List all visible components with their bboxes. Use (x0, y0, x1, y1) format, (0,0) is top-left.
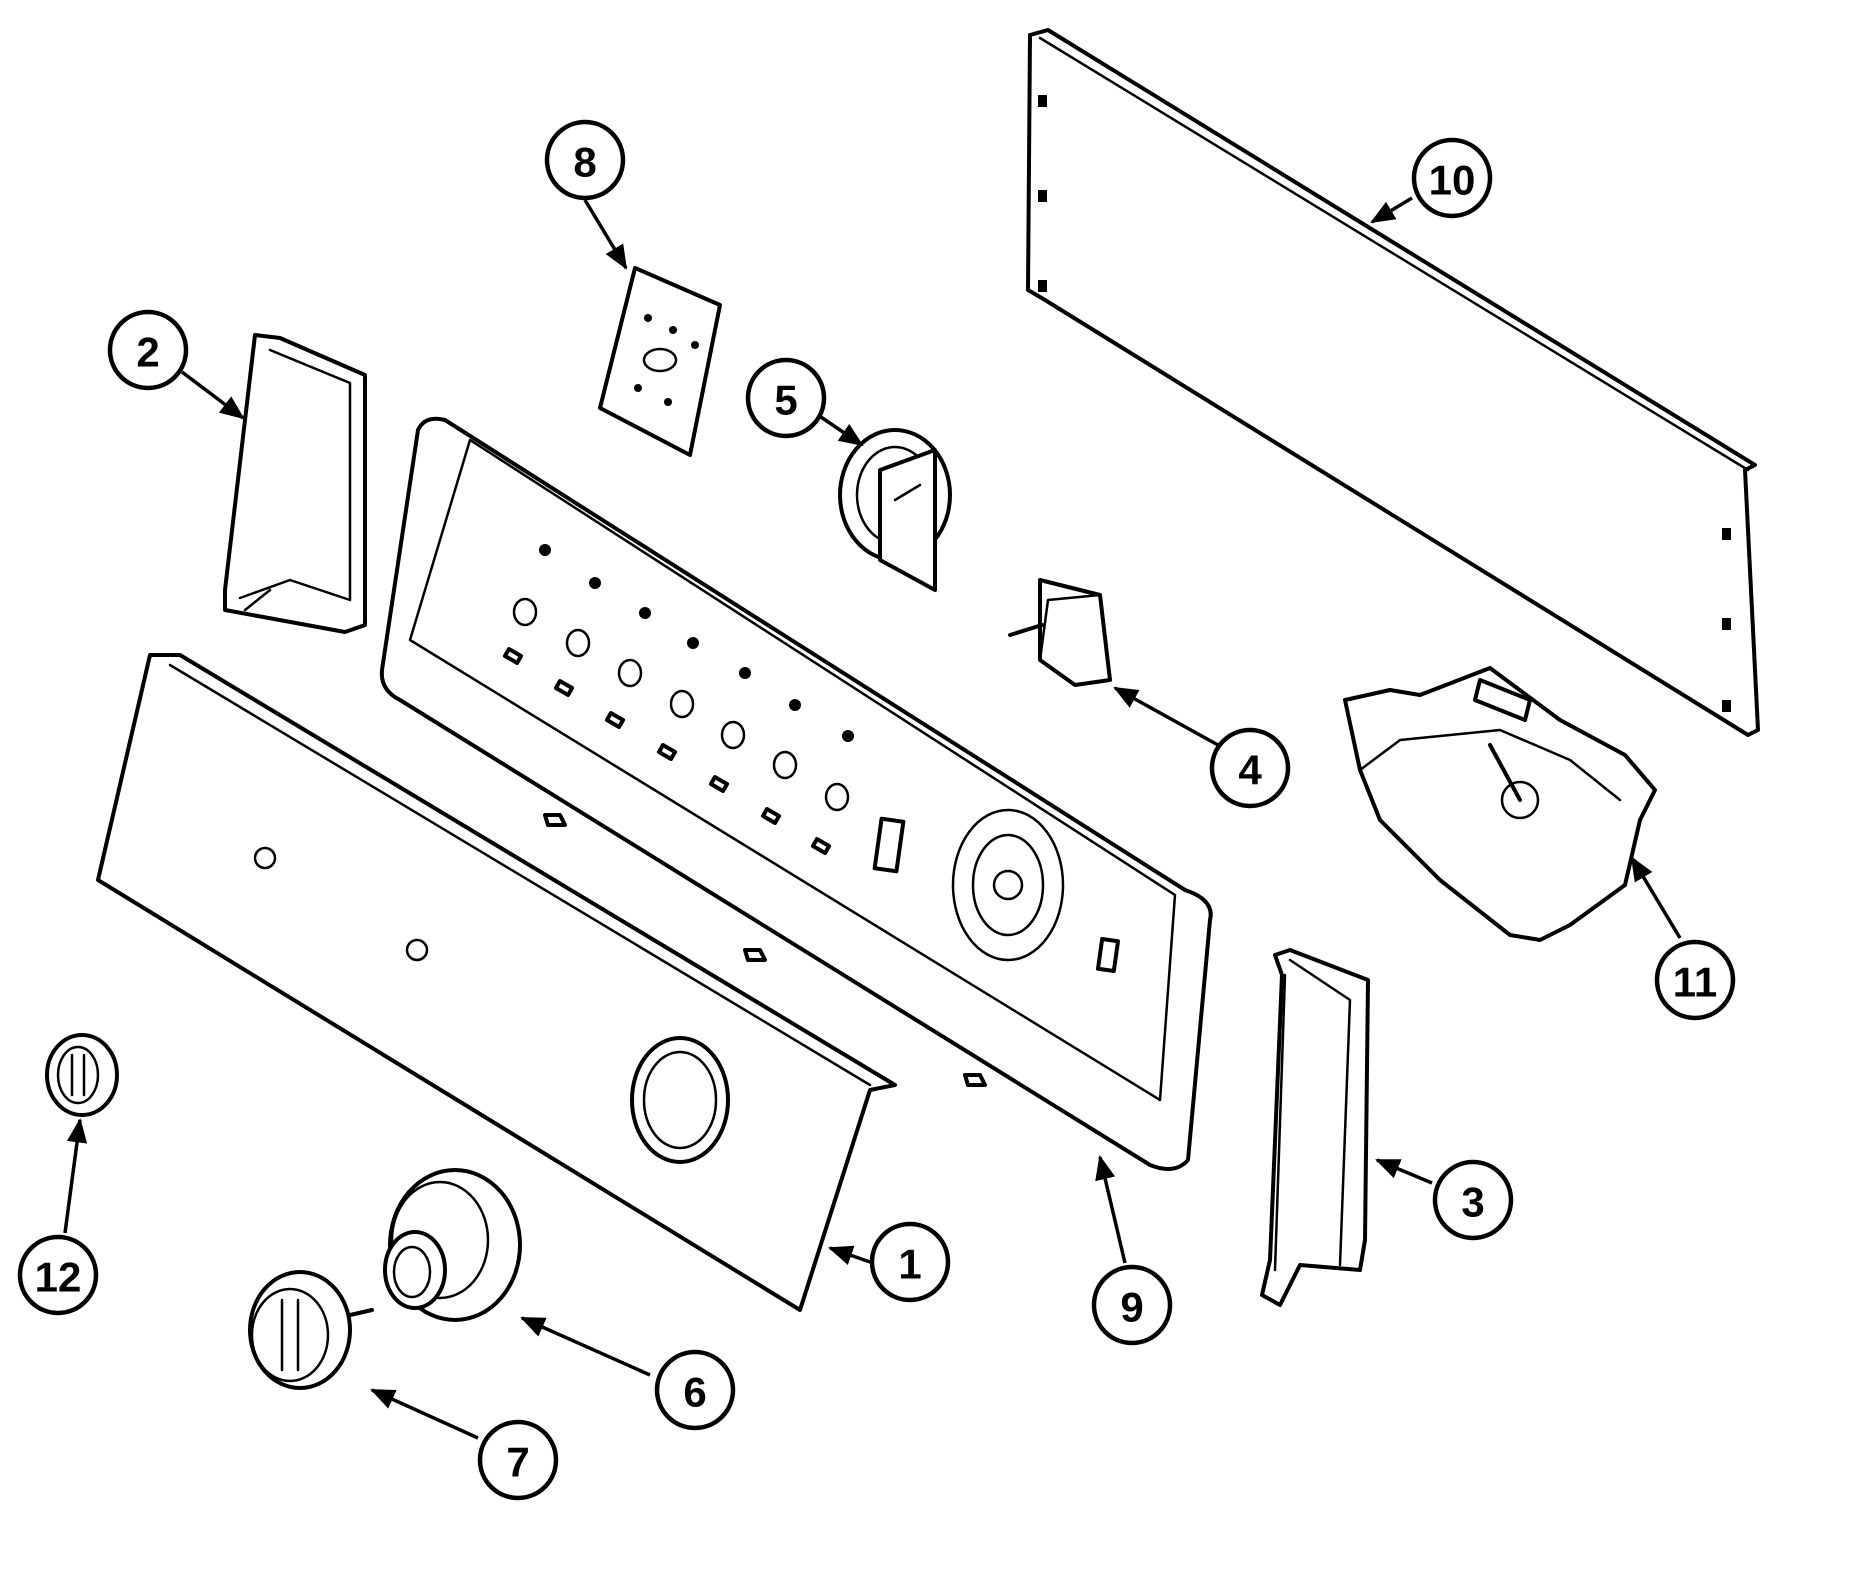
callout-9: 9 (1091, 1264, 1173, 1346)
callout-label-7: 7 (506, 1439, 529, 1486)
part-9-control-console (379, 416, 1213, 1171)
callout-11: 11 (1654, 939, 1736, 1021)
leader-lines (63, 196, 1682, 1440)
part-12-knob (45, 1033, 119, 1117)
callout-4: 4 (1209, 727, 1291, 809)
part-2-left-end-cap (223, 333, 367, 634)
callout-3: 3 (1432, 1159, 1514, 1241)
callout-label-5: 5 (774, 377, 797, 424)
leader-2 (180, 370, 245, 420)
part-11-timer (1343, 666, 1657, 942)
leader-10 (1370, 196, 1413, 224)
callout-5: 5 (745, 357, 827, 439)
leader-12 (63, 1117, 88, 1234)
part-5-rotary-switch (838, 428, 952, 592)
part-8-switch-plate (598, 266, 722, 457)
leader-3 (1375, 1158, 1433, 1185)
part-1-front-panel (96, 653, 987, 1312)
callout-label-4: 4 (1238, 747, 1262, 794)
callout-10: 10 (1411, 137, 1493, 219)
callout-1: 1 (869, 1221, 951, 1303)
part-3-right-end-cap (1260, 948, 1370, 1307)
callouts: 1 2 3 4 5 6 7 8 (17, 119, 1736, 1501)
callout-12: 12 (17, 1234, 99, 1316)
callout-label-10: 10 (1429, 157, 1476, 204)
part-7-timer-knob (248, 1270, 374, 1390)
callout-label-11: 11 (1673, 959, 1717, 1006)
leader-5 (817, 413, 864, 447)
callout-label-3: 3 (1461, 1179, 1484, 1226)
leader-9 (1095, 1155, 1127, 1264)
part-10-rear-panel (1026, 28, 1760, 737)
callout-7: 7 (477, 1419, 559, 1501)
callout-label-2: 2 (136, 329, 159, 376)
leader-6 (520, 1316, 651, 1377)
callout-label-9: 9 (1120, 1284, 1143, 1331)
leader-7 (370, 1388, 479, 1440)
console-controls (502, 544, 1121, 973)
callout-6: 6 (654, 1349, 736, 1431)
callout-label-6: 6 (683, 1369, 706, 1416)
callout-label-1: 1 (898, 1241, 921, 1288)
leader-8 (583, 199, 628, 270)
callout-8: 8 (544, 119, 626, 201)
callout-label-8: 8 (573, 139, 596, 186)
leader-4 (1113, 686, 1219, 747)
part-6-knob-skirt (383, 1168, 522, 1322)
callout-2: 2 (107, 309, 189, 391)
part-4-push-switch (1008, 578, 1112, 687)
leader-1 (828, 1245, 871, 1266)
callout-label-12: 12 (35, 1254, 82, 1301)
leader-11 (1630, 856, 1682, 939)
